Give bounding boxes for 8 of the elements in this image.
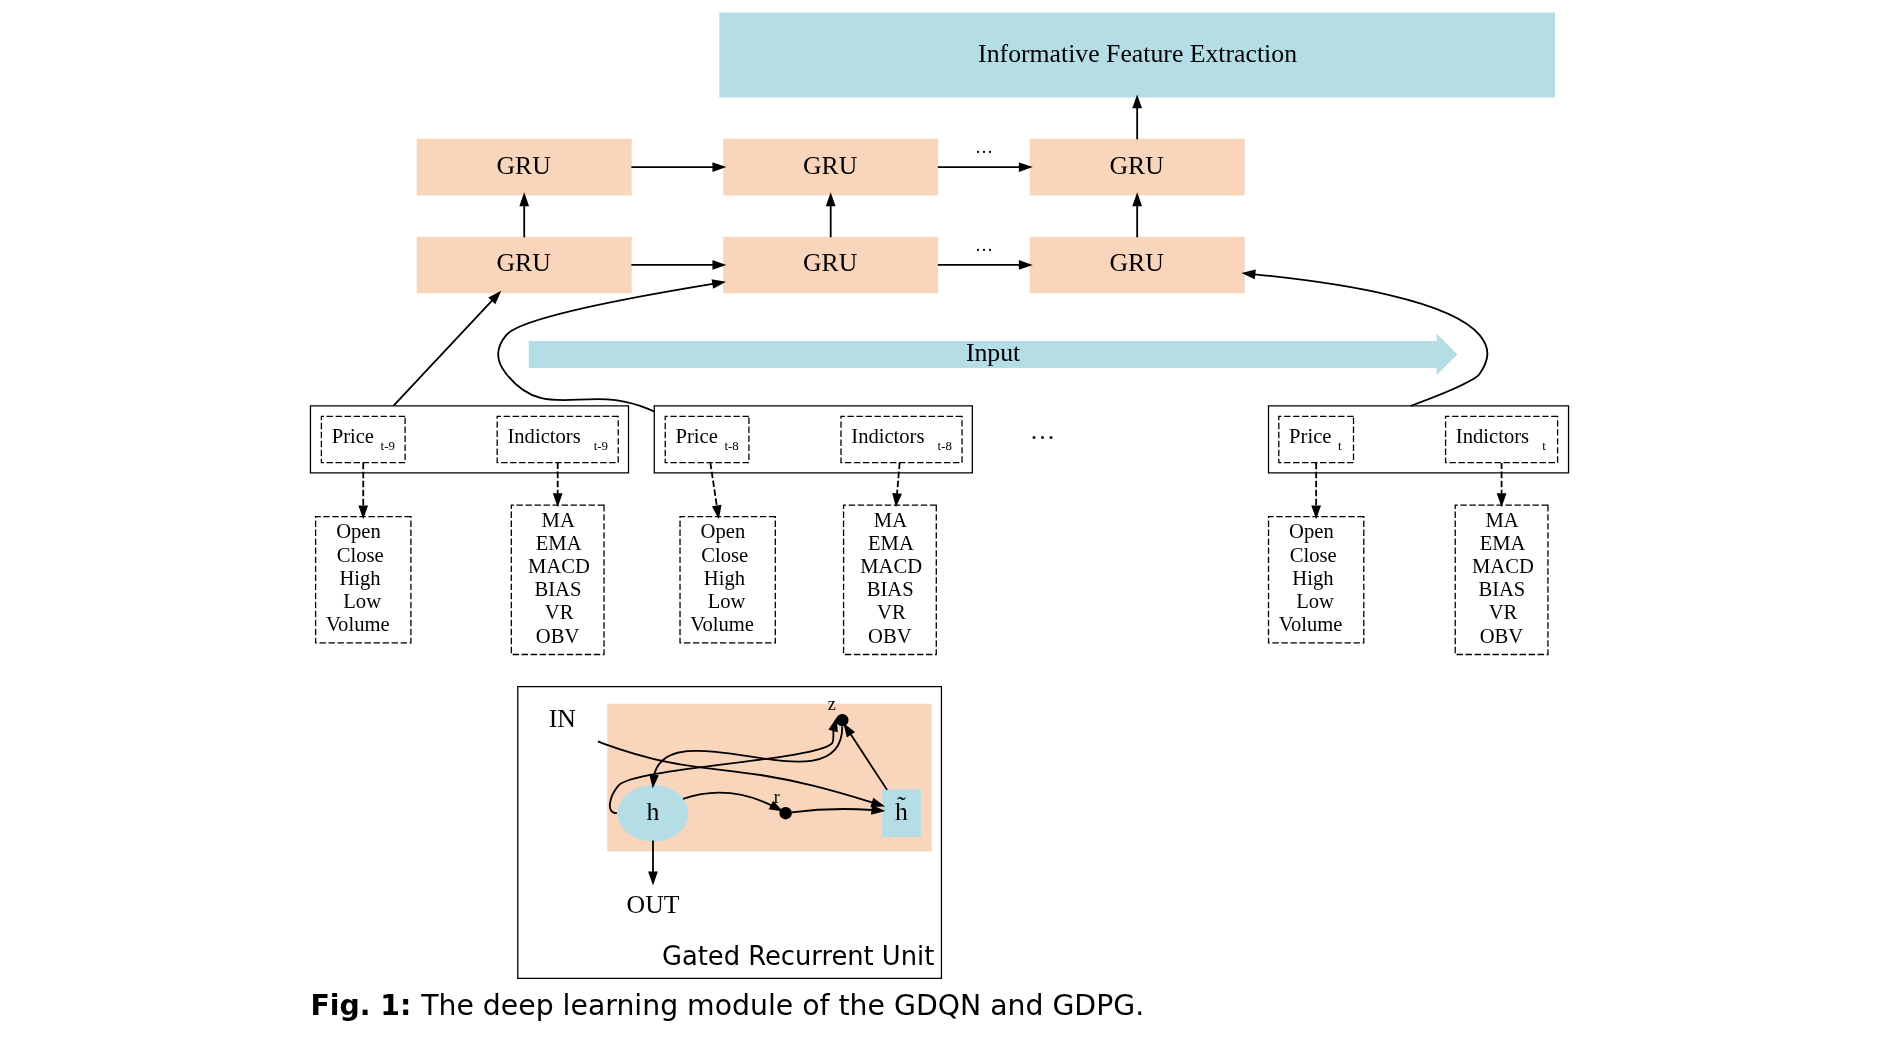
edge-label: ···: [974, 240, 993, 261]
node-label: z: [827, 693, 836, 714]
node-text: IN: [548, 703, 576, 733]
edge-label: ···: [974, 142, 993, 163]
caption: Fig. 1: The deep learning module of the GDQN and GDPG.: [310, 989, 1145, 1023]
node-label: r: [773, 786, 780, 807]
node-text: OUT: [626, 889, 680, 919]
label: ···: [1029, 422, 1056, 452]
